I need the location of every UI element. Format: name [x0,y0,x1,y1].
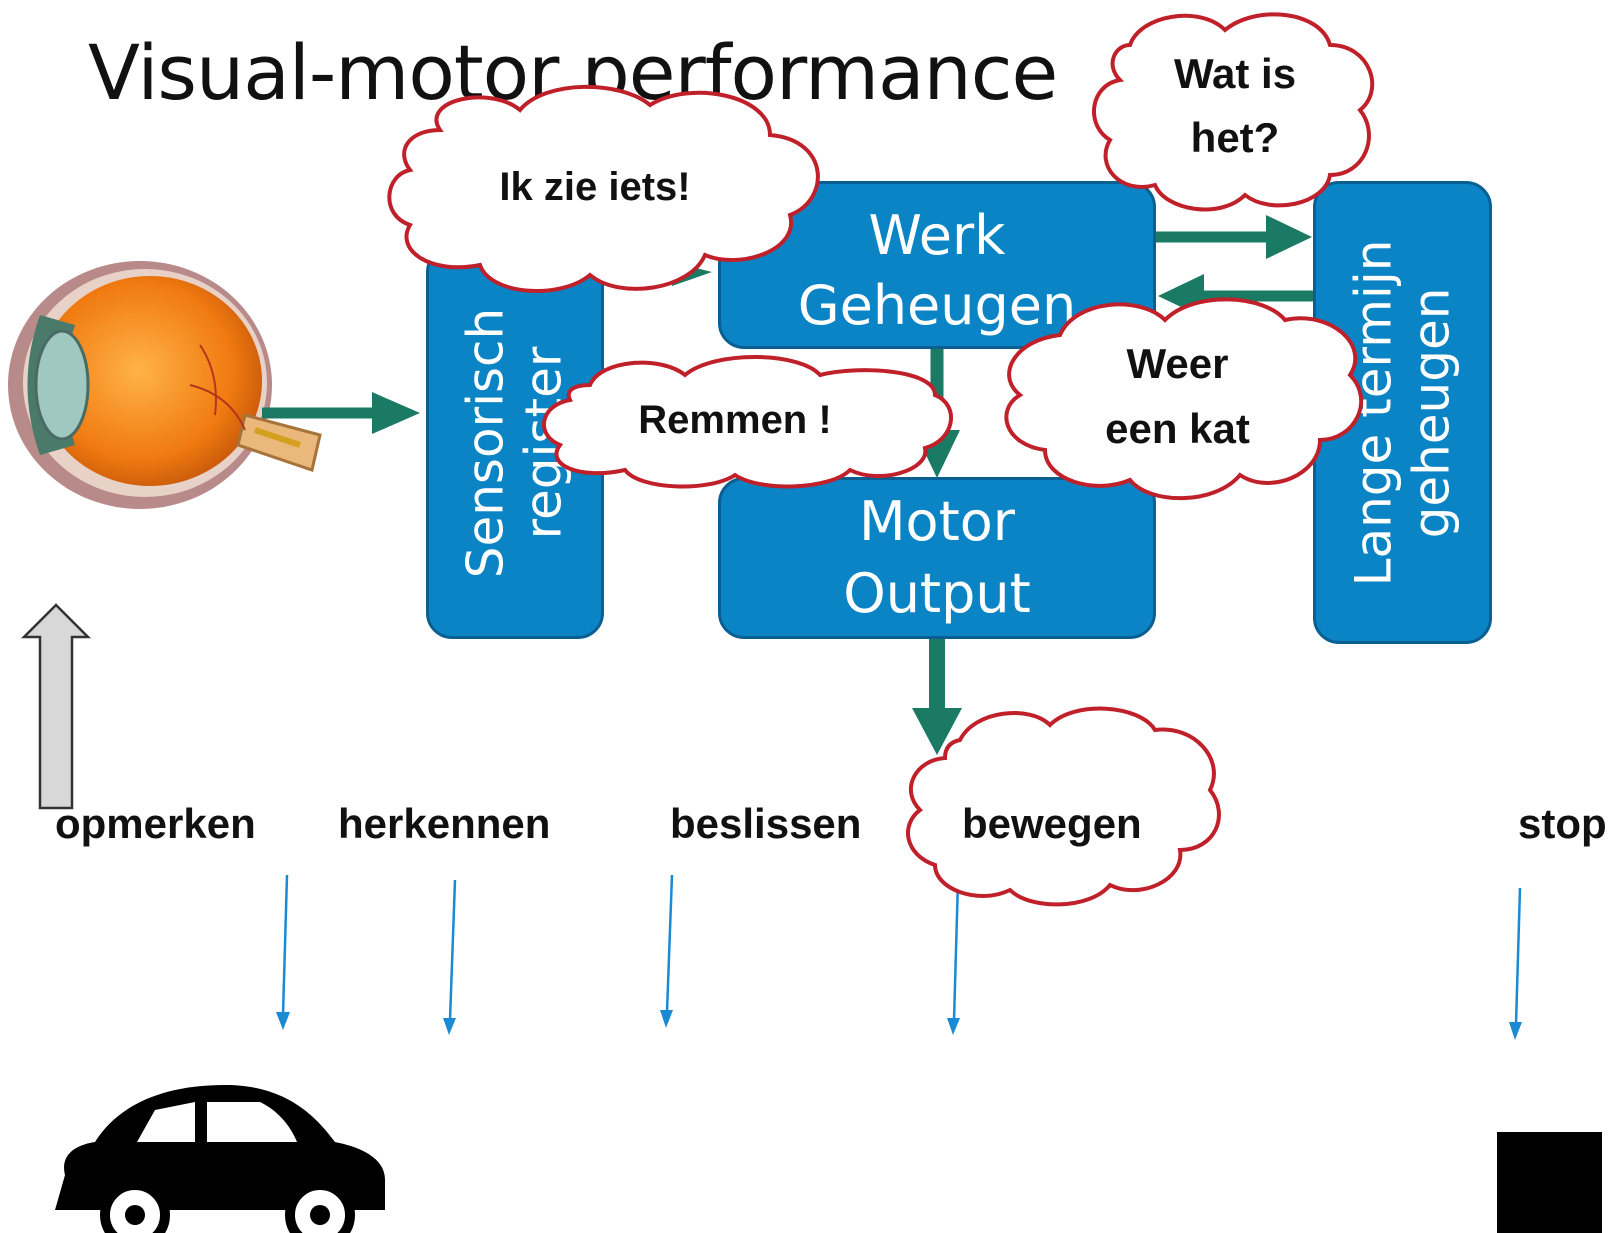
stop-block [1497,1132,1602,1233]
step-beslissen: beslissen [670,800,862,847]
working-memory-label-line2: Geheugen [797,274,1077,337]
bubble-wat-is-line2: het? [1190,114,1280,161]
arrowhead-working-to-longterm [1266,215,1312,259]
hollow-up-arrow [20,603,92,810]
cloud-weer-een-kat [1004,297,1364,501]
car-icon [55,1085,385,1233]
timeline-arrow-herkennen [448,879,457,1021]
step-opmerken: opmerken [55,800,256,847]
step-stop: stop [1518,800,1607,847]
arrowhead-eye-to-sensory [372,392,420,434]
cloud-wat-is-het [1092,12,1375,212]
timeline-arrow-beslissen [665,874,674,1013]
cloud-bewegen [906,706,1221,907]
cloud-ik-zie-iets [387,84,820,293]
eye-illustration [8,261,322,509]
timeline-arrow-opmerken [281,874,289,1016]
bubble-ik-zie-iets: Ik zie iets! [499,165,691,209]
timeline-arrows [276,874,1522,1040]
motor-output-label-line2: Output [843,562,1031,625]
bubble-weer-line2: een kat [1105,405,1250,452]
step-bewegen: bewegen [962,800,1142,847]
motor-output-box: Motor Output [718,477,1156,639]
cloud-remmen [542,355,953,489]
arrowhead-motor-to-bewegen [912,708,962,755]
working-memory-label-line1: Werk [868,204,1006,267]
step-herkennen: herkennen [338,800,551,847]
bubble-weer-line1: Weer [1126,340,1229,387]
timeline-arrow-stop [1514,887,1522,1025]
bubble-remmen: Remmen ! [638,398,832,442]
bubble-wat-is-line1: Wat is [1173,50,1297,97]
timeline-arrow-bewegen [952,879,960,1021]
motor-output-label-line1: Motor [858,490,1016,553]
